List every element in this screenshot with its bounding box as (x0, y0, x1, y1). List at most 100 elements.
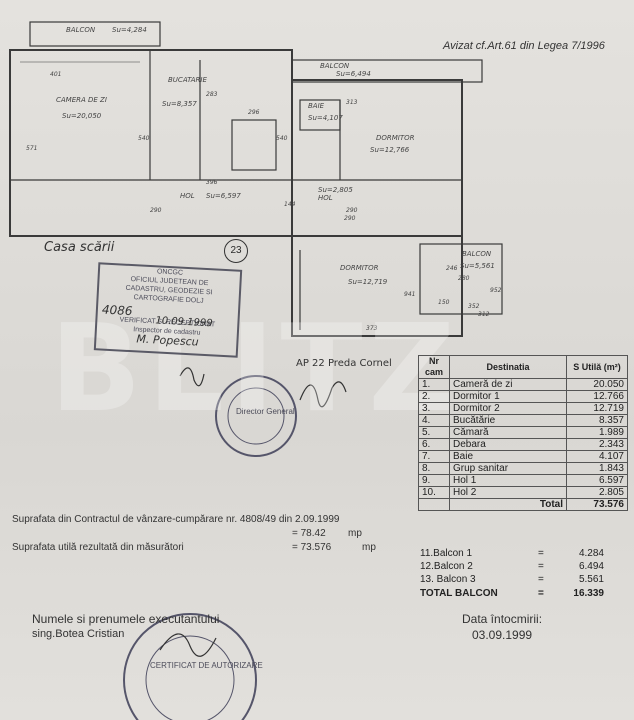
executor-name: sing.Botea Cristian (32, 628, 125, 640)
balcony-name: 13. Balcon 3 (420, 574, 476, 585)
dimension-label: 150 (438, 299, 450, 306)
dimension-label: 313 (346, 99, 358, 106)
signature-scribble (159, 633, 217, 657)
balcony-total-line: TOTAL BALCON=16.339 (420, 588, 604, 599)
room-area: Su=12,719 (348, 278, 388, 286)
table-header-row: Nr cam Destinatia S Utilă (m²) (418, 355, 628, 379)
dimension-label: 246 (446, 265, 458, 272)
balcony-line: 13. Balcon 3=5.561 (420, 574, 604, 585)
cell-value: 1.843 (566, 462, 628, 475)
balcony-line: 12.Balcon 2=6.494 (420, 561, 604, 572)
room-area: Su=5,561 (460, 262, 495, 270)
contract-surface-label: Suprafata din Contractul de vânzare-cump… (12, 514, 340, 525)
round-stamp-text: Director General (236, 407, 295, 416)
cell-name: Bucătărie (449, 414, 567, 427)
stair-label: Casa scării (44, 240, 115, 255)
measured-surface-value: = 73.576 (292, 542, 332, 553)
balcony-name: 12.Balcon 2 (420, 561, 473, 572)
cell-name: Cămară (449, 426, 567, 439)
dimension-label: 280 (458, 275, 470, 282)
cell-name: Dormitor 1 (449, 390, 567, 403)
measured-surface-label: Suprafata utilă rezultată din măsurători (12, 542, 184, 553)
dimension-label: 290 (346, 207, 358, 214)
cell-name: Hol 1 (449, 474, 567, 487)
cell-value: 2.343 (566, 438, 628, 451)
room-label: HOL (180, 192, 195, 200)
dimension-label: 283 (206, 91, 218, 98)
room-label: DORMITOR (340, 264, 379, 272)
dimension-label: 396 (206, 179, 218, 186)
cell-name: Dormitor 2 (449, 402, 567, 415)
cell-value: 12.766 (566, 390, 628, 403)
cell-nr: 5. (418, 426, 450, 439)
balcony-value: 5.561 (578, 574, 604, 585)
room-label: BUCATARIE (168, 76, 207, 84)
avizat-note: Avizat cf.Art.61 din Legea 7/1996 (443, 40, 605, 52)
dimension-label: 352 (468, 303, 480, 310)
dimension-label: 571 (26, 145, 37, 152)
cell-nr: 1. (418, 378, 450, 391)
cell-nr: 3. (418, 402, 450, 415)
dimension-label: 952 (490, 287, 502, 294)
surfaces-table: Nr cam Destinatia S Utilă (m²) 1.Cameră … (418, 355, 628, 511)
room-area: Su=6,494 (336, 70, 371, 78)
cell-value: 20.050 (566, 378, 628, 391)
column-header: S Utilă (m²) (566, 355, 628, 379)
cell-nr: 8. (418, 462, 450, 475)
cell-nr: 2. (418, 390, 450, 403)
cadastre-stamp: ONCGC OFICIUL JUDETEAN DE CADASTRU, GEOD… (93, 262, 243, 358)
balcony-2-outline (291, 59, 483, 83)
cell-name: Debara (449, 438, 567, 451)
room-label: BAIE (308, 102, 325, 110)
room-area: Su=12,766 (370, 146, 410, 154)
balcony-3-outline (419, 243, 503, 315)
room-area: Su=8,357 (162, 100, 197, 108)
executor-label: Numele si prenumele executantului (32, 612, 220, 626)
total-label: Total (449, 498, 567, 511)
cell-value: 4.107 (566, 450, 628, 463)
dimension-label: 312 (478, 311, 490, 318)
cell-name: Cameră de zi (449, 378, 567, 391)
cell-nr: 6. (418, 438, 450, 451)
cell-name: Hol 2 (449, 486, 567, 499)
date-value: 03.09.1999 (472, 628, 533, 642)
dimension-label: 296 (248, 109, 260, 116)
unit-number: 23 (224, 239, 248, 263)
room-label: BALCON (66, 26, 96, 34)
measured-surface-unit: mp (362, 542, 376, 553)
apartment-note: AP 22 Preda Cornel (296, 358, 392, 369)
balcony-name: 11.Balcon 1 (420, 548, 473, 559)
dimension-label: 540 (138, 135, 150, 142)
column-header: Destinatia (449, 355, 567, 379)
room-label: HOL (318, 194, 333, 202)
room-area: Su=4,107 (308, 114, 343, 122)
balcony-eq: = (538, 548, 544, 559)
contract-surface-value: = 78.42 (292, 528, 326, 539)
dimension-label: 290 (150, 207, 162, 214)
contract-surface-unit: mp (348, 528, 362, 539)
room-area: Su=6,597 (206, 192, 241, 200)
room-label: BALCON (320, 62, 350, 70)
room-label: CAMERA DE ZI (56, 96, 107, 104)
dimension-label: 290 (344, 215, 356, 222)
balcony-line: 11.Balcon 1=4.284 (420, 548, 604, 559)
dimension-label: 540 (276, 135, 288, 142)
dimension-label: 373 (366, 325, 378, 332)
cell-empty (418, 498, 450, 511)
cell-value: 2.805 (566, 486, 628, 499)
stamp-signature: M. Popescu (136, 332, 200, 349)
cell-value: 6.597 (566, 474, 628, 487)
cell-value: 8.357 (566, 414, 628, 427)
